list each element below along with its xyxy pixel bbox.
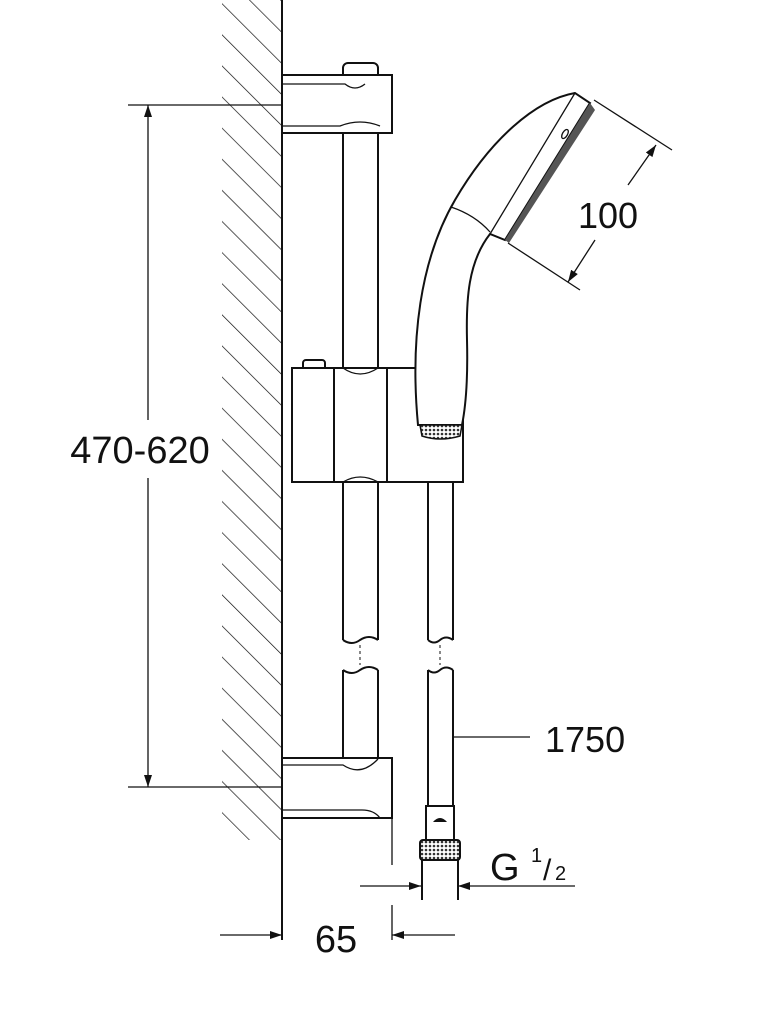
head-diameter-dimension: 100 — [507, 99, 673, 291]
wall-projection-label: 65 — [315, 919, 357, 961]
bottom-wall-bracket — [281, 757, 393, 819]
hose-length-label: 1750 — [545, 719, 625, 760]
thread-fraction-slash: / — [543, 854, 552, 887]
hand-shower — [414, 91, 595, 440]
thread-dimension: 1 G 1 / 2 — [360, 845, 575, 890]
wall-hatching — [222, 0, 282, 840]
thread-label-g: G — [490, 847, 520, 889]
hose-length-dimension: 1750 — [453, 719, 625, 760]
rail-height-label: 470-620 — [70, 430, 209, 472]
wall-projection-dimension: 65 — [220, 818, 455, 961]
shower-hose — [419, 483, 461, 900]
rail-height-dimension: 470-620 — [70, 104, 282, 788]
wall — [222, 0, 283, 940]
thread-fraction-denominator: 2 — [555, 863, 566, 885]
thread-fraction-numerator: 1 — [531, 845, 542, 867]
head-diameter-label: 100 — [578, 195, 638, 236]
top-wall-bracket — [281, 62, 393, 134]
